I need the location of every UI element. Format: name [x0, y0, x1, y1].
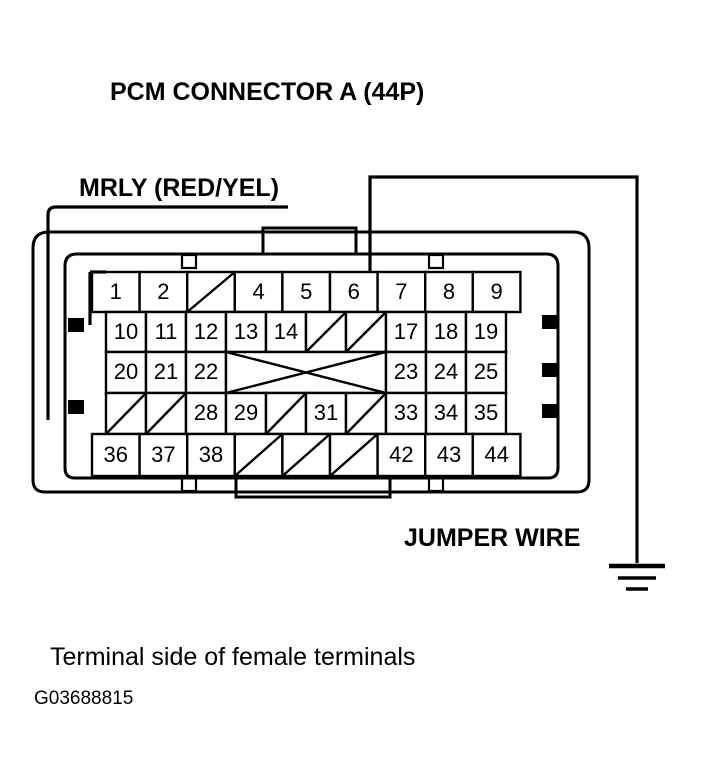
mrly-terminal-stub	[88, 270, 106, 325]
view-caption: Terminal side of female terminals	[50, 643, 415, 671]
pin-34: 34	[434, 400, 458, 425]
pin-31: 31	[314, 400, 338, 425]
pin-35: 35	[474, 400, 498, 425]
pin-5: 5	[300, 279, 312, 304]
pin-22: 22	[194, 359, 218, 384]
jumper-wire-path	[368, 175, 665, 591]
pin-grid-row-5: 36 37 38 42 43 44	[90, 432, 522, 478]
jumper-wire-label: JUMPER WIRE	[404, 524, 580, 552]
alignment-notches	[180, 253, 445, 493]
pin-grid-row-1: 1 2 4 5 6 7 8 9	[90, 270, 522, 314]
pin-6: 6	[348, 279, 360, 304]
pin-19: 19	[474, 319, 498, 344]
locking-tab-right-lower	[542, 404, 558, 418]
page-title: PCM CONNECTOR A (44P)	[110, 78, 424, 106]
pin-2: 2	[157, 279, 169, 304]
ground-symbol	[609, 563, 665, 591]
pin-grid-row-2: 10 11 12 13 14 17 18 19	[104, 310, 508, 354]
pin-29: 29	[234, 400, 258, 425]
pin-20: 20	[114, 359, 138, 384]
pin-grid-row-3: 20 21 22 23 24 25	[104, 350, 508, 395]
locking-tab-right-upper	[542, 315, 558, 329]
pin-21: 21	[154, 359, 178, 384]
connector-outer-shell	[31, 230, 591, 494]
pin-28: 28	[194, 400, 218, 425]
locking-tab-left-upper	[68, 318, 84, 332]
pin-36: 36	[104, 442, 128, 467]
pin-33: 33	[394, 400, 418, 425]
pin-1: 1	[110, 279, 122, 304]
pin-9: 9	[490, 279, 502, 304]
pin-14: 14	[274, 319, 298, 344]
pin-18: 18	[434, 319, 458, 344]
pin-17: 17	[394, 319, 418, 344]
pin-44: 44	[484, 442, 508, 467]
pin-23: 23	[394, 359, 418, 384]
pin-37: 37	[151, 442, 175, 467]
pin-grid-row-4: 28 29 31 33 34 35	[104, 391, 508, 436]
locking-tabs	[68, 315, 558, 418]
mrly-wire-path	[46, 205, 288, 420]
locking-tab-left-lower	[68, 400, 84, 414]
pin-11: 11	[155, 319, 178, 344]
figure-id: G03688815	[34, 688, 133, 709]
pin-13: 13	[234, 319, 258, 344]
pin-7: 7	[395, 279, 407, 304]
pin-10: 10	[114, 319, 138, 344]
mrly-wire-label: MRLY (RED/YEL)	[79, 174, 279, 202]
pin-42: 42	[389, 442, 413, 467]
locking-tab-right-middle	[542, 363, 558, 377]
connector-inner-shell	[63, 252, 560, 480]
pin-24: 24	[434, 359, 458, 384]
pin-25: 25	[474, 359, 498, 384]
pin-43: 43	[437, 442, 461, 467]
pin-12: 12	[194, 319, 218, 344]
pin-38: 38	[199, 442, 223, 467]
top-latch-tab	[261, 226, 358, 254]
bottom-center-tab	[234, 478, 392, 499]
pin-4: 4	[252, 279, 264, 304]
pin-8: 8	[443, 279, 455, 304]
